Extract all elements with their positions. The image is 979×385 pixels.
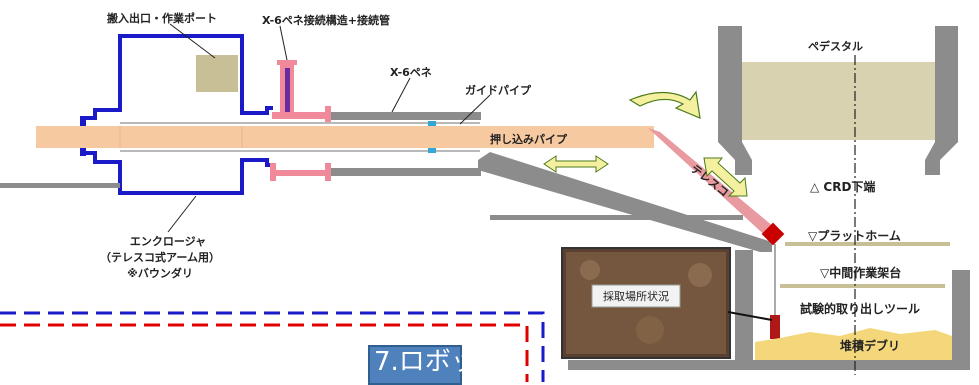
enclosure (80, 34, 273, 195)
pedestal-floor (568, 360, 970, 370)
highlight-boundary (0, 311, 545, 382)
guide-pipe-line-upper (120, 122, 480, 124)
floor-line-mid (490, 215, 580, 220)
push-pipe (36, 126, 654, 148)
label-penetration-structure: X-6ペネ接続構造+接続管 (262, 13, 390, 27)
curved-arrow-icon (628, 90, 701, 119)
photo-caption-box (591, 284, 681, 308)
floor-line-left (0, 183, 120, 188)
penetration-tube (120, 112, 481, 176)
enclosure-outline (85, 34, 273, 120)
arrows (543, 90, 748, 197)
leader-lines (167, 23, 491, 233)
pedestal-wall-right (925, 26, 958, 175)
trial-tool-body (770, 315, 780, 339)
debris-pile (755, 328, 952, 360)
photo-speck-1 (580, 260, 600, 280)
label-penetration: X-6ペネ (390, 66, 432, 79)
enclosure-outline-lower (85, 151, 273, 195)
connector-right-flange (325, 106, 331, 124)
connector-upper (272, 108, 330, 119)
photo-speck-3 (688, 263, 712, 287)
label-enclosure-line2: （テレスコ式アーム用） (100, 250, 220, 264)
leader-guide-pipe (459, 94, 491, 125)
hatch-box (196, 55, 238, 92)
connector-lower-flange-left (270, 163, 276, 181)
label-hatch: 搬入出口・作業ポート (107, 11, 217, 25)
photo-speck-2 (636, 316, 664, 344)
pedestal-top (742, 62, 935, 140)
pedestal-structure (568, 26, 970, 375)
label-enclosure-line3: ※バウンダリ (127, 266, 193, 280)
label-crd-bottom: △ CRD下端 (810, 179, 875, 194)
connector-lower (272, 170, 330, 176)
penetration-tube-upper (331, 112, 481, 120)
horizontal-double-arrow-icon (543, 155, 609, 173)
label-trial-tool: 試験的取り出しツール (800, 301, 920, 316)
label-sampling-site: 採取場所状況 (603, 289, 669, 303)
connector-lower-flange-right (325, 163, 331, 181)
pedestal-wall-left (718, 26, 752, 175)
label-debris: 堆積デブリ (840, 338, 900, 353)
floor-line-right (568, 215, 743, 220)
connector-upper-core (285, 68, 290, 112)
penetration-connector (270, 60, 331, 181)
step-banner-text: 7.ロボットアーム設置 (374, 347, 522, 377)
connector-top-cap (277, 60, 297, 65)
mid-scaffold-plate (780, 284, 945, 288)
label-guide-pipe: ガイドパイプ (465, 83, 532, 97)
leader-penetration-structure (279, 25, 288, 61)
dash-blue-boundary (0, 311, 545, 382)
dash-red-boundary (0, 323, 529, 382)
label-platform: ▽プラットホーム (808, 228, 901, 243)
sampling-photo (561, 247, 773, 359)
pedestal-lower-wall-right (952, 270, 970, 365)
leader-hatch (169, 23, 216, 59)
photo-pointer (727, 311, 773, 321)
leader-penetration (391, 77, 411, 113)
penetration-tube-lower (331, 168, 481, 176)
platform-plate (785, 242, 950, 246)
guide-pipe-marker-upper (428, 121, 436, 126)
guide-pipe-line-lower (120, 150, 480, 152)
label-pedestal: ペデスタル (808, 39, 863, 53)
guide-pipe-marker-lower (428, 148, 436, 153)
leader-enclosure (167, 195, 197, 233)
pedestal-lower-wall-left (735, 250, 753, 365)
guide-rail (478, 152, 772, 252)
label-push-pipe: 押し込みパイプ (490, 132, 568, 146)
telescope-arm (648, 128, 780, 240)
label-enclosure-line1: エンクロージャ (130, 235, 206, 248)
diagonal-double-arrow-icon (703, 157, 748, 197)
label-mid-scaffold: ▽中間作業架台 (820, 265, 901, 280)
